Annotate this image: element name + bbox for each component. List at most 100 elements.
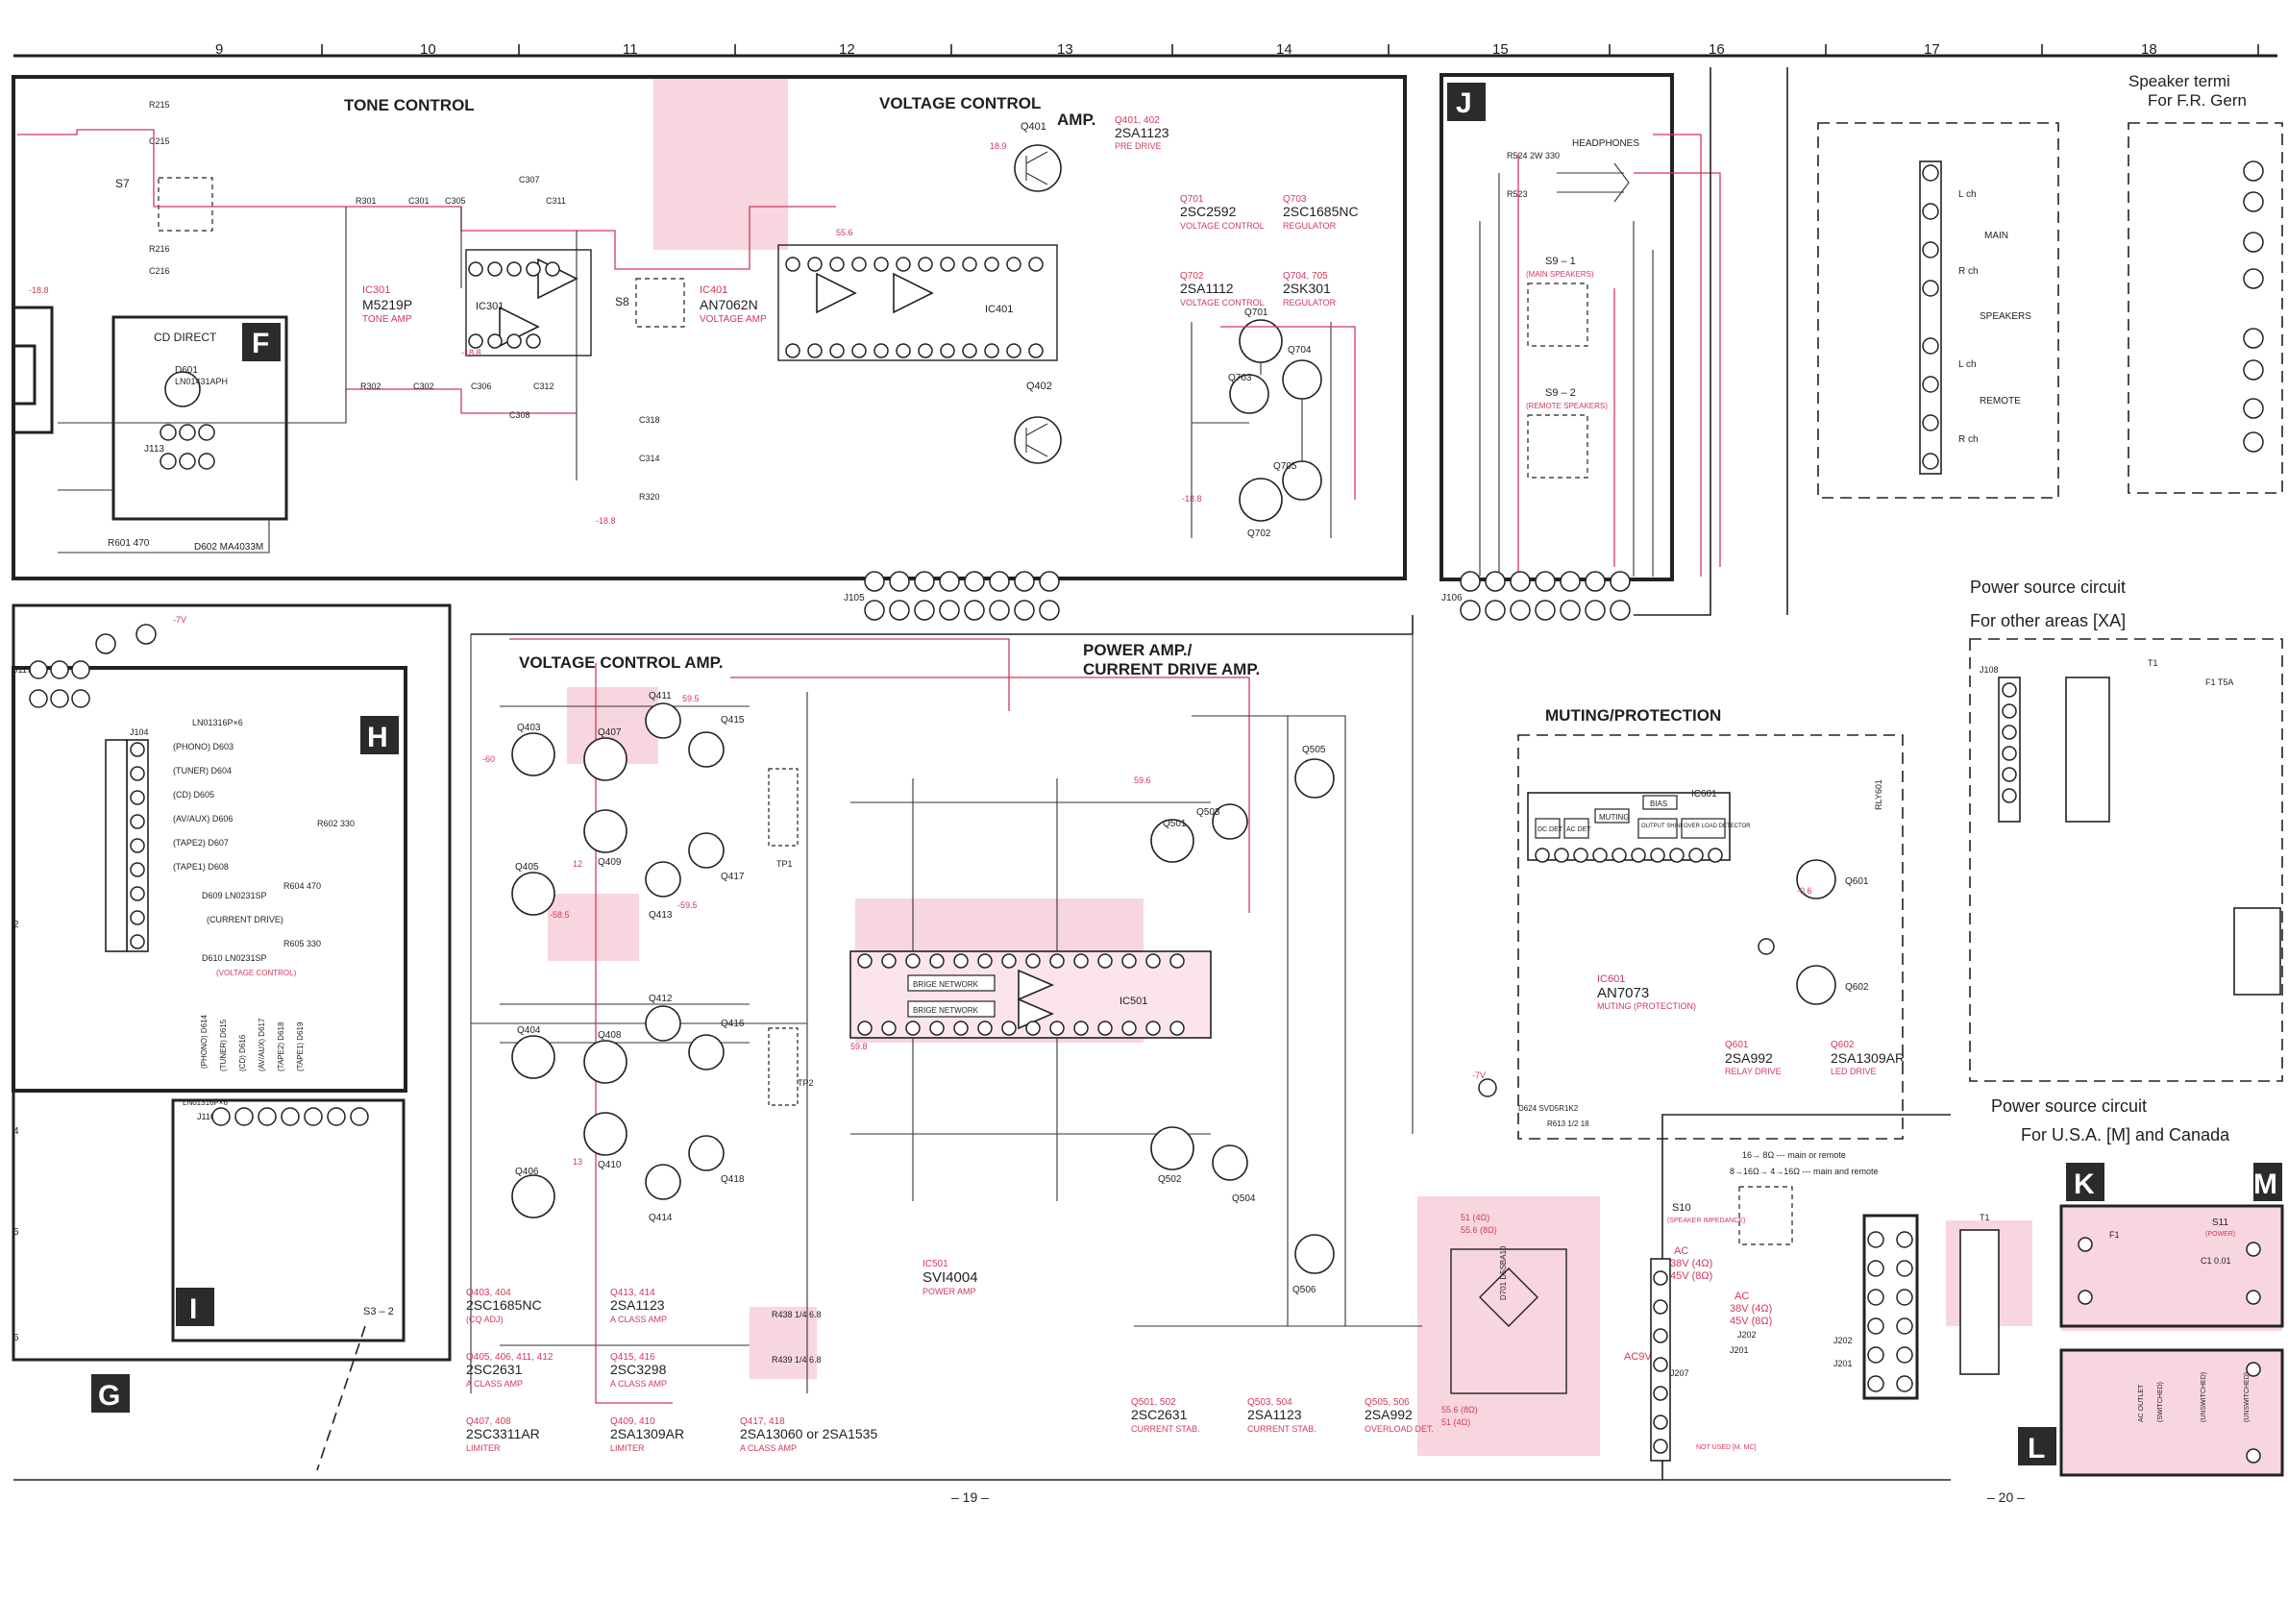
ac1-label: AC [1674,1245,1688,1257]
v-1: -18.8 [29,285,49,295]
cd-direct-label: CD DIRECT [154,331,217,344]
v-15: -58.5 [550,910,570,920]
v-2: -18.8 [461,348,481,357]
d602-label: D602 MA4033M [194,542,263,553]
vc-top-title: VOLTAGE CONTROL [879,94,1041,112]
left-edge-box-inner [12,344,37,406]
v-13: 55.6 [836,228,853,237]
q506-label: Q506 [1292,1285,1316,1295]
connector-j106: J106 [1441,571,1631,621]
muting-title: MUTING/PROTECTION [1545,706,1721,725]
speakers-rch-1: R ch [1958,266,1979,277]
ic301-func: TONE AMP [362,314,412,325]
q401: Q401 [1014,121,1062,192]
j201-label-1: J201 [1730,1345,1749,1355]
note-q417-part: 2SA13060 or 2SA1535 [740,1426,877,1441]
badge-j-text: J [1456,87,1472,119]
led-phono: (PHONO) D603 [173,742,234,751]
q408-label: Q408 [598,1030,622,1041]
v-14: -59.5 [677,900,698,910]
fuse-other: F1 T5A [2205,677,2233,687]
led-group-top: LN01316P×6 [192,718,243,727]
column-13: 13 [1057,41,1073,58]
row-4: 4 [13,1126,19,1137]
v-3: -18.8 [596,516,616,526]
r601-label: R601 470 [108,538,150,549]
badge-i-text: I [189,1293,197,1325]
ic601-func: MUTING (PROTECTION) [1597,1001,1696,1011]
badge-k [2066,1163,2104,1201]
j106-label: J106 [1441,593,1463,603]
note-q704-refs: Q704, 705 [1283,271,1328,282]
note-q704-func: REGULATOR [1283,298,1337,308]
r602-label: R602 330 [317,819,355,828]
power-usa-title: Power source circuit [1991,1096,2147,1116]
s10-label: S10 [1672,1202,1691,1214]
ac-outlets: AC OUTLET (SWITCHED) (UNSWITCHED) (UNSWI… [2059,1348,2284,1477]
q403-label: Q403 [517,723,541,733]
fuse-label: F1 [2109,1230,2120,1240]
led-tape1: (TAPE1) D608 [173,862,229,872]
rect-v3: 55.6 (8Ω) [1441,1405,1478,1415]
j104-label: J104 [130,727,149,737]
r523-label: R523 [1507,189,1528,199]
c308-label: C308 [509,410,530,420]
v-9: 59.8 [850,1042,868,1051]
note-q703-func: REGULATOR [1283,221,1337,231]
v-16: 12 [573,859,582,869]
q417-label: Q417 [721,872,745,882]
q414-label: Q414 [649,1213,673,1223]
block-ac-det: AC DET [1566,826,1591,833]
note-q403-func: (CQ ADJ) [466,1315,504,1324]
h-frame [12,666,407,1093]
note-q413-part: 2SA1123 [610,1297,665,1313]
left-edge-box [12,306,54,434]
tr-notes-top: Q401, 402 2SA1123 PRE DRIVE Q701 2SC2592… [1115,115,1359,308]
q60x-notes: Q601 2SA992 RELAY DRIVE Q602 2SA1309AR L… [1725,1040,1905,1076]
not-used-label: NOT USED [M, MC] [1696,1444,1757,1451]
ic501: BRIGE NETWORK BRIGE NETWORK IC501 [849,950,1212,1039]
led2-avaux: (AV/AUX) D617 [258,1018,266,1071]
note-q501-refs: Q501, 502 [1131,1397,1176,1408]
column-10: 10 [420,41,436,58]
r604-label: R604 470 [283,881,321,891]
i-frame [171,1098,406,1342]
led-d601-part: LN01431APH [175,377,228,386]
q416-label: Q416 [721,1019,745,1029]
speakers-remote: REMOTE [1980,396,2021,406]
v-5: -18.8 [1182,494,1202,504]
tone-title: TONE CONTROL [344,96,475,114]
q412-label: Q412 [649,994,673,1004]
s7-label: S7 [115,177,130,190]
v-17: 13 [573,1157,582,1167]
tp2-box [768,1027,799,1106]
muting-section: MUTING/PROTECTION MUTING BIAS OUTPUT SHI… [1517,706,1904,1140]
s9-1-label: S9 – 1 [1545,256,1576,267]
led-tuner: (TUNER) D604 [173,766,232,775]
tp2-label: TP2 [798,1078,814,1088]
note-q501-func: CURRENT STAB. [1131,1424,1200,1434]
q415-label: Q415 [721,715,745,726]
j116-label: J116 [197,1112,215,1121]
note-q702-refs: Q702 [1180,271,1204,282]
ic301-tag: IC301 [362,284,390,296]
q602-label: Q602 [1845,982,1869,993]
ac9v-label: AC9V [1624,1351,1652,1363]
note-q415-refs: Q415, 416 [610,1352,655,1363]
row-5: 5 [13,1227,19,1238]
note-q701-part: 2SC2592 [1180,204,1237,219]
rect-v1: 51 (4Ω) [1461,1213,1489,1222]
j117-label: J117 [13,665,32,675]
transistors-upper: Q403 Q405 Q407 Q409 Q411 Q413 Q415 Q417 [511,691,745,921]
row-2: 2 [13,920,19,930]
transistors-output: Q501 Q502 Q503 Q504 Q505 Q506 [1150,745,1335,1295]
j105-label: J105 [844,593,865,603]
note-ic501-part: SVI4004 [923,1269,978,1286]
q405-label: Q405 [515,862,539,873]
badge-j [1447,83,1486,121]
note-q407-part: 2SC3311AR [466,1426,540,1441]
rectifier: 51 (4Ω) 55.6 (8Ω) 55.6 (8Ω) 51 (4Ω) D701… [1441,1213,1567,1427]
ic601-name: AN7073 [1597,985,1649,1001]
r302-label: R302 [360,381,381,391]
